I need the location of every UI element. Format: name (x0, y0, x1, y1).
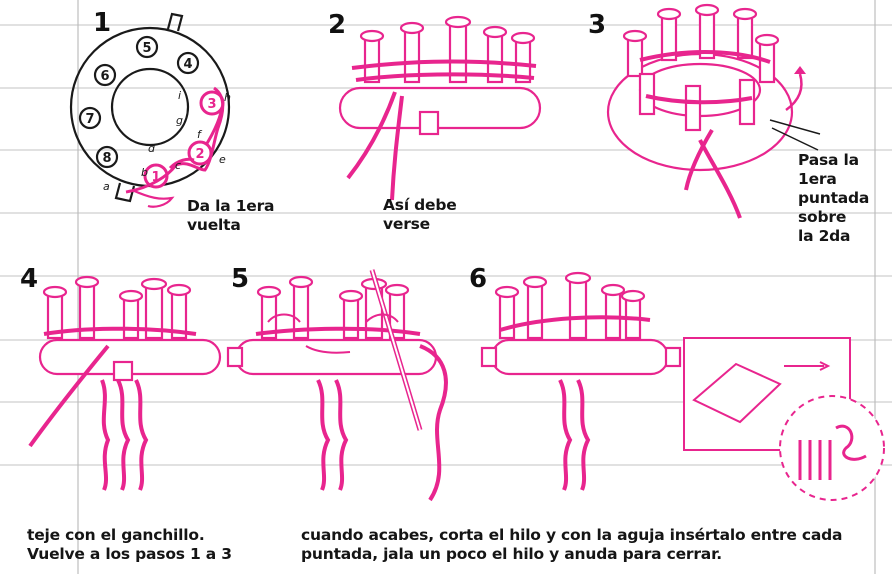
step-2-caption: Así debe verse (383, 196, 457, 233)
yarn-letter-a: a (103, 180, 110, 193)
step-3-caption: Pasa la 1era puntada sobre la 2da (798, 151, 870, 245)
instructions-left: teje con el ganchillo. Vuelve a los paso… (27, 526, 232, 563)
step-4-number: 4 (20, 264, 39, 294)
peg-number-4: 4 (183, 57, 192, 72)
step-6-number: 6 (469, 264, 488, 294)
yarn-letter-h: h (224, 91, 231, 104)
peg-number-5: 5 (142, 41, 151, 56)
yarn-letter-f: f (197, 128, 203, 141)
yarn-letter-d: d (148, 142, 156, 155)
yarn-letter-i: i (178, 89, 181, 102)
peg-number-6: 6 (100, 69, 109, 84)
step-5-number: 5 (231, 264, 250, 294)
peg-number-8: 8 (102, 151, 111, 166)
peg-number-1: 1 (151, 170, 160, 185)
yarn-letter-b: b (141, 166, 148, 179)
step-1-caption: Da la 1era vuelta (187, 197, 275, 234)
step-2-number: 2 (328, 10, 347, 40)
peg-number-3: 3 (207, 97, 216, 112)
instructions-right: cuando acabes, corta el hilo y con la ag… (301, 526, 843, 563)
peg-number-2: 2 (195, 147, 204, 162)
yarn-letter-e: e (219, 153, 226, 166)
step-1-number: 1 (93, 8, 112, 38)
step-3-number: 3 (588, 10, 607, 40)
yarn-letter-c: c (175, 159, 181, 172)
peg-number-7: 7 (85, 112, 94, 127)
yarn-letter-g: g (176, 114, 183, 127)
